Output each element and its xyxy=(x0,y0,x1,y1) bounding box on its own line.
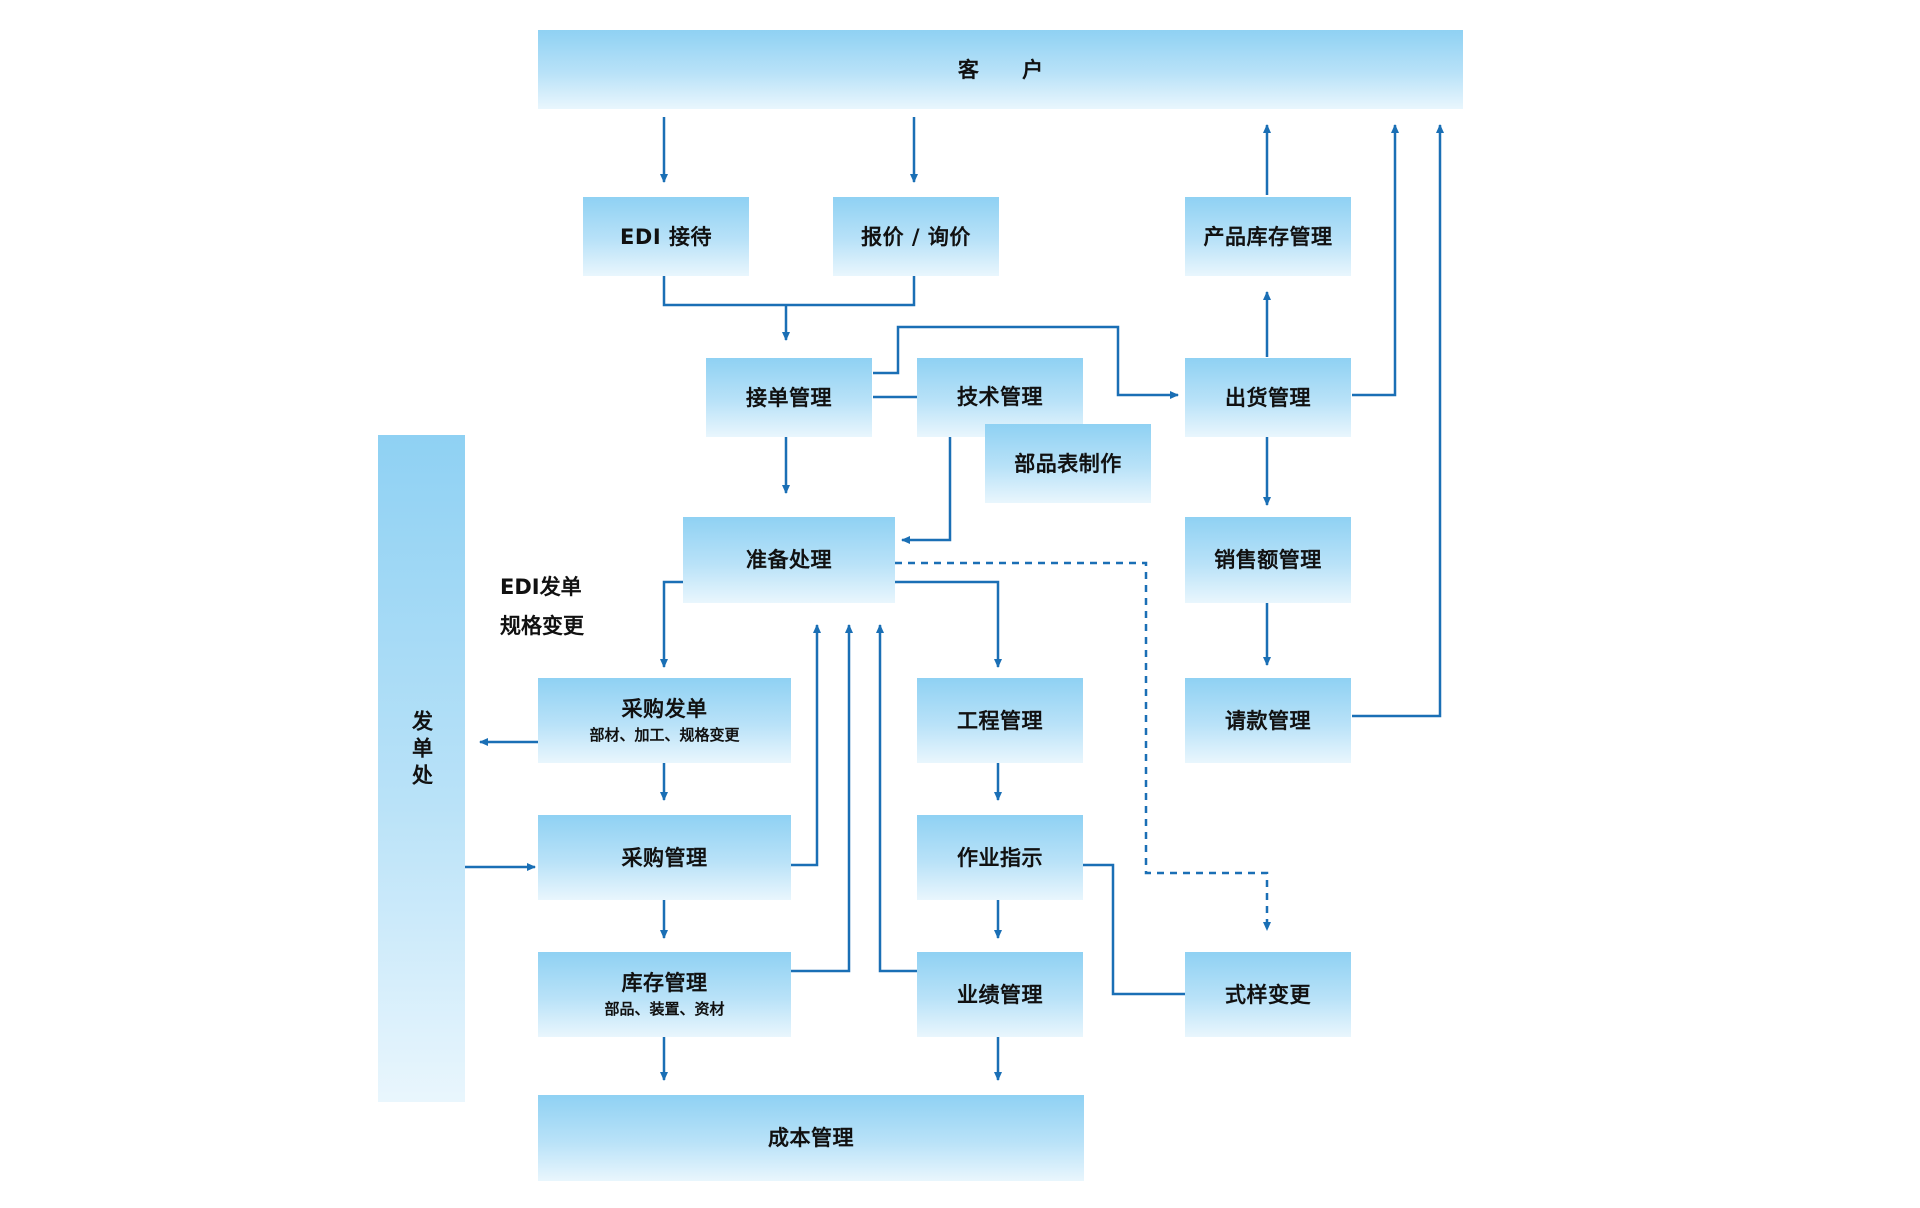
dashed-prep-to-spec-change xyxy=(895,561,1271,931)
order-management-box: 接单管理 xyxy=(706,358,872,437)
spec-change-box: 式样变更 xyxy=(1185,952,1351,1037)
cost-management-label: 成本管理 xyxy=(768,1126,854,1150)
order-office-box: 发单处 xyxy=(378,435,465,1102)
arrow-prep-to-purchase-order xyxy=(660,580,683,668)
engineering-label: 工程管理 xyxy=(957,708,1043,733)
preparation-label: 准备处理 xyxy=(746,548,832,572)
inventory-title: 库存管理 xyxy=(621,971,708,995)
sales-amount-label: 销售额管理 xyxy=(1214,548,1322,572)
arrow-performance-to-prep xyxy=(876,624,917,973)
edi-reception-box: EDI 接待 xyxy=(583,197,749,276)
inventory-subtitle: 部品、装置、资材 xyxy=(604,1000,725,1018)
performance-box: 业绩管理 xyxy=(917,952,1083,1037)
arrow-purchase-mgmt-to-prep xyxy=(791,624,821,867)
customer-label: 客 户 xyxy=(957,57,1062,82)
connector-edi-quote-merge xyxy=(662,275,916,307)
product-inventory-box: 产品库存管理 xyxy=(1185,197,1351,276)
sales-amount-box: 销售额管理 xyxy=(1185,517,1351,603)
arrow-billing-to-customer xyxy=(1352,124,1444,718)
work-instruction-label: 作业指示 xyxy=(957,845,1043,870)
arrow-order-to-shipping xyxy=(873,325,1179,399)
order-office-label: 发单处 xyxy=(409,710,434,791)
performance-label: 业绩管理 xyxy=(957,982,1043,1007)
arrow-tech-to-prep xyxy=(901,437,952,544)
shipping-management-box: 出货管理 xyxy=(1185,358,1351,437)
arrow-shipping-to-customer xyxy=(1352,124,1399,397)
bom-creation-box: 部品表制作 xyxy=(985,424,1151,503)
purchase-order-box: 采购发单 部材、加工、规格变更 xyxy=(538,678,791,763)
bom-creation-label: 部品表制作 xyxy=(1014,451,1122,476)
purchase-management-label: 采购管理 xyxy=(621,845,708,870)
tech-management-label: 技术管理 xyxy=(957,385,1043,409)
arrow-inventory-to-prep xyxy=(791,624,853,973)
spec-change-label: 式样变更 xyxy=(1225,982,1311,1007)
side-note-spec-change: 规格变更 xyxy=(500,614,584,638)
arrow-prep-to-engineering xyxy=(895,580,1002,668)
inventory-box: 库存管理 部品、装置、资材 xyxy=(538,952,791,1037)
quote-inquiry-label: 报价 / 询价 xyxy=(861,224,971,249)
billing-box: 请款管理 xyxy=(1185,678,1351,763)
tech-management-box: 技术管理 xyxy=(917,358,1083,437)
purchase-management-box: 采购管理 xyxy=(538,815,791,900)
side-note-edi-order: EDI发单 xyxy=(500,575,582,599)
engineering-box: 工程管理 xyxy=(917,678,1083,763)
work-instruction-box: 作业指示 xyxy=(917,815,1083,900)
billing-label: 请款管理 xyxy=(1225,708,1311,733)
product-inventory-label: 产品库存管理 xyxy=(1203,224,1333,249)
connector-work-to-spec-change xyxy=(1082,863,1185,996)
shipping-management-label: 出货管理 xyxy=(1225,385,1311,410)
quote-inquiry-box: 报价 / 询价 xyxy=(833,197,999,276)
order-management-label: 接单管理 xyxy=(746,385,832,410)
customer-box: 客 户 xyxy=(538,30,1463,109)
purchase-order-title: 采购发单 xyxy=(621,697,708,721)
cost-management-box: 成本管理 xyxy=(538,1095,1084,1181)
purchase-order-subtitle: 部材、加工、规格变更 xyxy=(589,726,740,744)
edi-reception-label: EDI 接待 xyxy=(620,224,712,249)
preparation-box: 准备处理 xyxy=(683,517,895,603)
